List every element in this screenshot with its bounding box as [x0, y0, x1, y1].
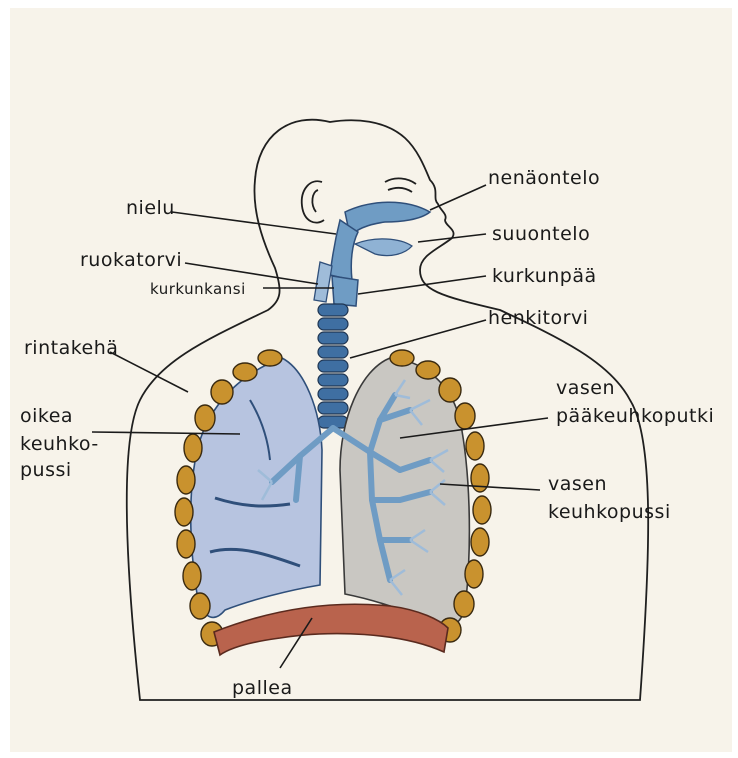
label-right-lung-1: oikea: [20, 405, 73, 427]
label-left-lung-2: keuhkopussi: [548, 501, 671, 523]
label-left-lung-1: vasen: [548, 473, 607, 495]
label-larynx: kurkunpää: [492, 265, 597, 287]
label-epiglottis: kurkunkansi: [150, 280, 246, 298]
label-trachea: henkitorvi: [488, 307, 588, 329]
label-ribcage: rintakehä: [24, 337, 118, 359]
label-diaphragm: pallea: [232, 677, 293, 699]
label-right-lung-2: keuhko-: [20, 433, 99, 455]
label-left-bronchus-1: vasen: [556, 377, 615, 399]
label-esophagus: ruokatorvi: [80, 249, 182, 271]
label-oral-cavity: suuontelo: [492, 223, 590, 245]
larynx-shape: [332, 276, 358, 306]
label-left-bronchus-2: pääkeuhkoputki: [556, 405, 714, 427]
label-pharynx: nielu: [126, 197, 175, 219]
label-nasal-cavity: nenäontelo: [488, 167, 600, 189]
trachea-rings: [318, 304, 348, 428]
label-right-lung-3: pussi: [20, 459, 72, 481]
